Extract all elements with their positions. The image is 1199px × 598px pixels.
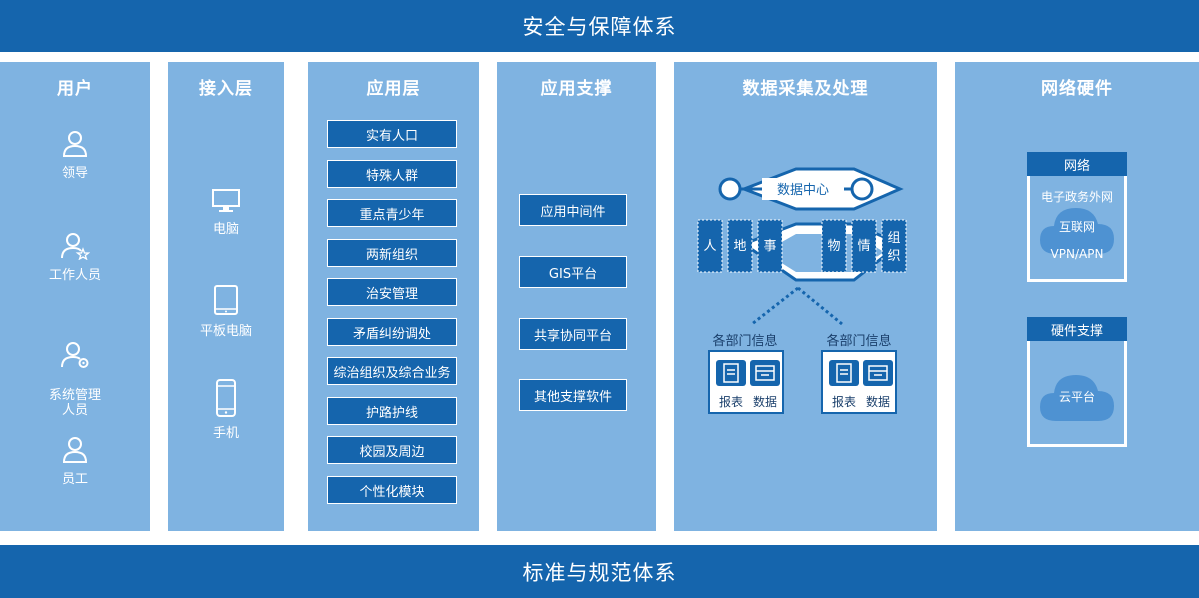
cloud-icon: [1040, 375, 1114, 421]
user-admin-label: 系统管理 人员: [48, 388, 101, 418]
users-panel: 用户 领导 工作人员 系统管理 人员 员工: [0, 62, 150, 531]
app-item-dispute-mediation[interactable]: 矛盾纠纷调处: [327, 318, 457, 346]
dept-label-left: 各部门信息: [712, 334, 778, 349]
user-leader-label: 领导: [61, 166, 88, 181]
connector-left: [751, 286, 799, 326]
data-char-place: 地: [733, 239, 746, 254]
report-icon: [829, 360, 859, 386]
hardware-cloud-platform: 云平台: [1058, 390, 1095, 404]
phone-icon: [216, 379, 236, 417]
security-banner-text: 安全与保障体系: [522, 15, 677, 39]
app-item-population[interactable]: 实有人口: [327, 120, 457, 148]
security-banner: 安全与保障体系: [0, 0, 1199, 52]
hardware-panel: 网络硬件: [955, 62, 1199, 531]
support-other[interactable]: 其他支撑软件: [519, 379, 627, 411]
dept-report-left: 报表: [718, 395, 743, 409]
access-tablet: 平板电脑: [168, 284, 284, 339]
dept-label-right: 各部门信息: [826, 334, 892, 349]
data-char-object: 物: [827, 239, 840, 254]
access-panel: 接入层 电脑 平板电脑 手机: [168, 62, 284, 531]
user-leader: 领导: [0, 128, 150, 181]
app-item-new-orgs[interactable]: 两新组织: [327, 239, 457, 267]
app-item-custom-modules[interactable]: 个性化模块: [327, 476, 457, 504]
cloud-icon: [1040, 208, 1114, 254]
dept-report-right: 报表: [831, 395, 856, 409]
network-item-vpn: VPN/APN: [1050, 247, 1104, 261]
network-head: 网络: [1027, 152, 1127, 176]
hardware-title: 网络硬件: [1041, 79, 1113, 99]
report-icon: [716, 360, 746, 386]
hub-right-node: [850, 177, 874, 201]
data-char-org-1: 组: [887, 231, 900, 246]
app-item-key-youth[interactable]: 重点青少年: [327, 199, 457, 227]
user-staff-label: 工作人员: [48, 268, 101, 283]
hardware-support-body: 云平台: [1030, 341, 1124, 444]
support-panel: 应用支撑 应用中间件 GIS平台 共享协同平台 其他支撑软件: [497, 62, 656, 531]
app-item-campus[interactable]: 校园及周边: [327, 436, 457, 464]
app-panel: 应用层 实有人口 特殊人群 重点青少年 两新组织 治安管理 矛盾纠纷调处 综治组…: [308, 62, 479, 531]
tablet-icon: [214, 285, 238, 315]
access-pc-label: 电脑: [212, 222, 239, 237]
standards-banner-text: 标准与规范体系: [522, 560, 677, 585]
data-tray-icon: [863, 360, 893, 386]
data-center-label: 数据中心: [777, 183, 829, 198]
network-item-internet: 互联网: [1058, 220, 1095, 234]
standards-banner: 标准与规范体系: [0, 545, 1199, 598]
access-pc: 电脑: [168, 188, 284, 237]
monitor-icon: [212, 189, 240, 212]
data-char-situation: 情: [857, 239, 870, 254]
data-right-boxes: 物 情 组 织: [821, 219, 907, 273]
data-title: 数据采集及处理: [742, 79, 869, 99]
hardware-support-box: 硬件支撑 云平台: [1027, 317, 1127, 447]
user-icon: [62, 131, 88, 157]
dept-box-right: 报表 数据: [821, 350, 897, 414]
network-body: 电子政务外网 互联网 VPN/APN: [1030, 176, 1124, 279]
access-title: 接入层: [199, 79, 253, 99]
user-gear-icon: [61, 342, 89, 368]
user-icon: [62, 437, 88, 463]
user-star-icon: [61, 233, 90, 260]
data-char-org-2: 织: [887, 249, 900, 264]
user-admin: 系统管理 人员: [0, 324, 150, 418]
dept-box-left: 报表 数据: [708, 350, 784, 414]
user-employee-label: 员工: [61, 472, 88, 487]
users-title: 用户: [57, 79, 93, 99]
data-char-person: 人: [703, 239, 716, 254]
support-gis[interactable]: GIS平台: [519, 256, 627, 288]
app-item-public-security[interactable]: 治安管理: [327, 278, 457, 306]
dept-data-left: 数据: [752, 395, 777, 409]
user-staff: 工作人员: [0, 230, 150, 283]
hub-left-node: [718, 177, 742, 201]
data-left-boxes: 人 地 事: [697, 219, 783, 273]
data-center-diagram: 数据中心 人 地 事 物 情 组 织: [697, 167, 907, 326]
data-char-event: 事: [763, 239, 776, 254]
app-item-special-groups[interactable]: 特殊人群: [327, 160, 457, 188]
access-phone: 手机: [168, 378, 284, 441]
access-tablet-label: 平板电脑: [199, 324, 252, 339]
network-item-egov: 电子政务外网: [1040, 190, 1113, 204]
connector-right: [797, 286, 843, 326]
app-item-comprehensive-governance[interactable]: 综治组织及综合业务: [327, 357, 457, 385]
data-tray-icon: [750, 360, 780, 386]
access-phone-label: 手机: [212, 426, 239, 441]
support-title: 应用支撑: [540, 79, 613, 99]
support-sharing[interactable]: 共享协同平台: [519, 318, 627, 350]
app-item-road-protection[interactable]: 护路护线: [327, 397, 457, 425]
hardware-support-head: 硬件支撑: [1027, 317, 1127, 341]
network-box: 网络 电子政务外网 互联网 VPN/APN: [1027, 152, 1127, 282]
dept-data-right: 数据: [865, 395, 890, 409]
user-employee: 员工: [0, 434, 150, 487]
app-title: 应用层: [366, 79, 421, 99]
data-panel: 数据采集及处理 数据中心 人 地 事 物 情 组 织: [674, 62, 937, 531]
support-middleware[interactable]: 应用中间件: [519, 194, 627, 226]
